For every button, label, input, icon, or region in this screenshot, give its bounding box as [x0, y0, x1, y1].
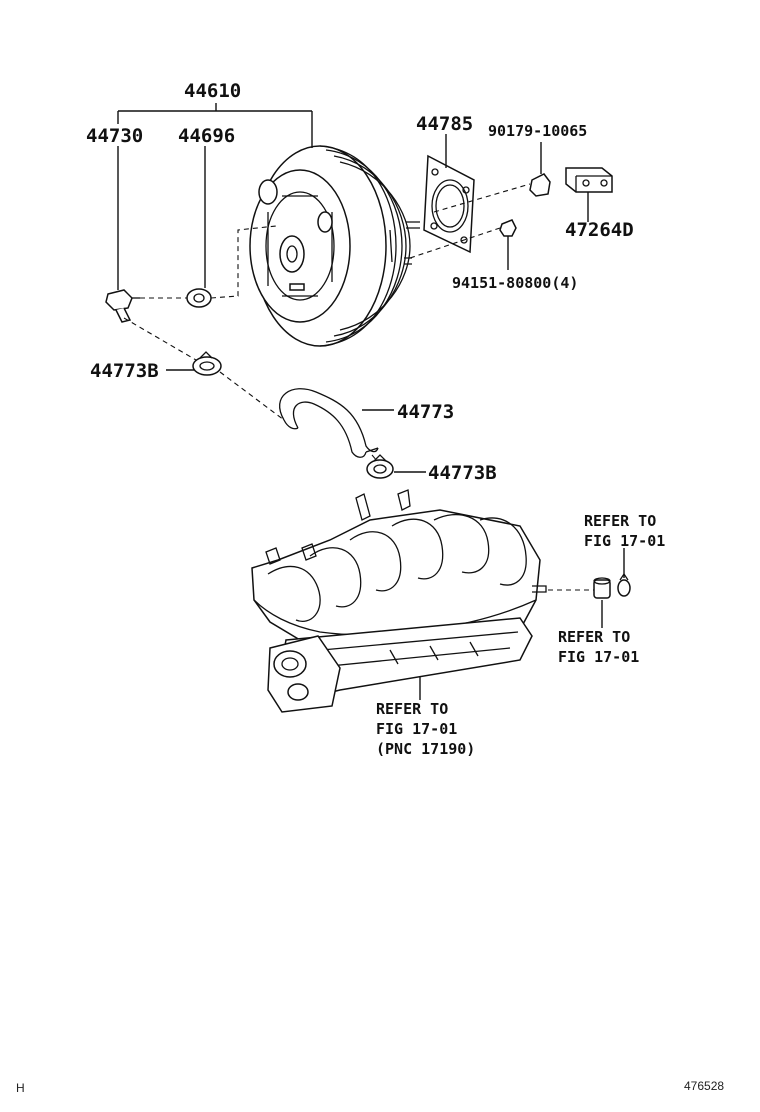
callout-44696: 44696: [178, 125, 235, 147]
intake-manifold-drawing: [251, 489, 547, 713]
clip-upper-drawing: [192, 351, 222, 376]
clip-lower-drawing: [366, 454, 394, 479]
callout-44730: 44730: [86, 125, 143, 147]
ref-manifold-line3: (PNC 17190): [376, 740, 475, 758]
callout-44773B-lower: 44773B: [428, 462, 497, 484]
leader-lines: [117, 103, 625, 700]
footer-left-code: H: [16, 1081, 25, 1095]
nut-drawing: [499, 219, 517, 237]
vacuum-hose-drawing: [278, 388, 379, 458]
callout-47264D: 47264D: [565, 219, 634, 241]
callout-44610: 44610: [184, 80, 241, 102]
figure-number: 476528: [684, 1079, 724, 1093]
gasket-drawing: [423, 154, 475, 254]
clevis-drawing: [565, 167, 613, 193]
stud-drawing: [529, 173, 551, 197]
callout-44773B-upper: 44773B: [90, 360, 159, 382]
ref-right-upper-line1: REFER TO: [584, 512, 656, 530]
assembly-dashed-lines: [123, 183, 594, 591]
callout-94151-80800: 94151-80800(4): [452, 274, 578, 292]
ref-right-lower-line1: REFER TO: [558, 628, 630, 646]
grommet-drawing: [186, 288, 212, 308]
ref-manifold-line2: FIG 17-01: [376, 720, 457, 738]
ref-right-lower-line2: FIG 17-01: [558, 648, 639, 666]
callout-44773: 44773: [397, 401, 454, 423]
ref-manifold-line1: REFER TO: [376, 700, 448, 718]
check-valve-drawing: [105, 289, 140, 323]
callout-44785: 44785: [416, 113, 473, 135]
ref-right-upper-line2: FIG 17-01: [584, 532, 665, 550]
brake-booster-drawing: [249, 145, 420, 347]
callout-90179-10065: 90179-10065: [488, 122, 587, 140]
pipe-fitting-drawing: [593, 577, 611, 599]
